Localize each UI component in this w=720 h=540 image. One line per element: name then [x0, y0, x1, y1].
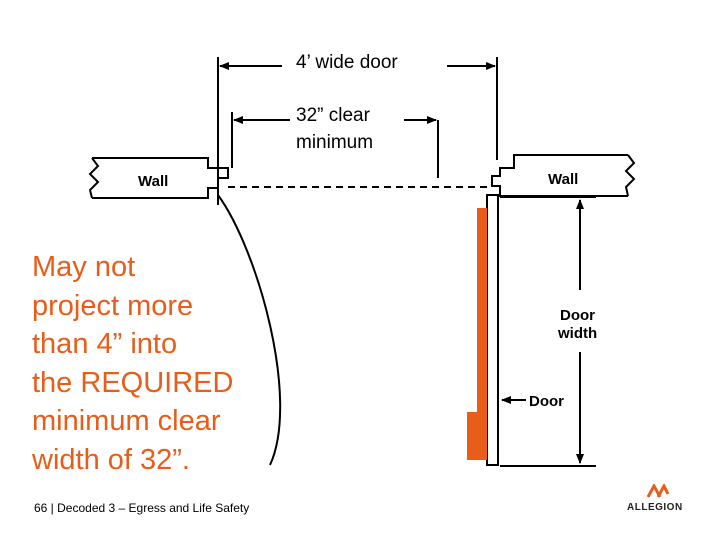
clear-minimum-label-line1: 32” clear	[296, 105, 370, 126]
door-width-label: 4’ wide door	[296, 52, 398, 73]
callout-line: project more	[32, 289, 194, 322]
door-width-side-label-line2: width	[557, 325, 597, 342]
projection-callout: May not project more than 4” into the RE…	[32, 248, 282, 479]
footer-text: 66 | Decoded 3 – Egress and Life Safety	[34, 501, 250, 515]
projection-bar	[477, 208, 487, 460]
left-wall: Wall	[88, 157, 219, 199]
callout-line: than 4” into	[32, 328, 178, 360]
wall-left-label: Wall	[138, 173, 168, 190]
allegion-logo-text: ALLEGION	[627, 502, 683, 513]
projection-hardware	[467, 412, 487, 460]
clear-minimum-label-line2: minimum	[296, 132, 374, 153]
allegion-logo-icon	[646, 484, 670, 498]
door-width-side-dimension: Door width	[500, 196, 597, 467]
door-leaf	[486, 194, 499, 466]
door-swing-arc	[217, 194, 282, 466]
clear-minimum-label: 32” clear minimum	[296, 102, 373, 156]
left-jamb	[218, 167, 229, 179]
door-pointer: Door	[501, 393, 564, 410]
door-width-dimension	[217, 57, 498, 205]
callout-line: width of 32”.	[32, 443, 190, 476]
door-width-side-label-line1: Door	[560, 307, 595, 324]
right-wall: Wall	[491, 154, 636, 197]
clear-width-dimension	[231, 112, 439, 178]
door-label: Door	[529, 393, 564, 410]
wall-right-label: Wall	[548, 171, 578, 188]
callout-line: May not	[32, 251, 136, 283]
callout-line: minimum clear	[32, 405, 221, 437]
callout-line: the REQUIRED	[32, 366, 234, 399]
